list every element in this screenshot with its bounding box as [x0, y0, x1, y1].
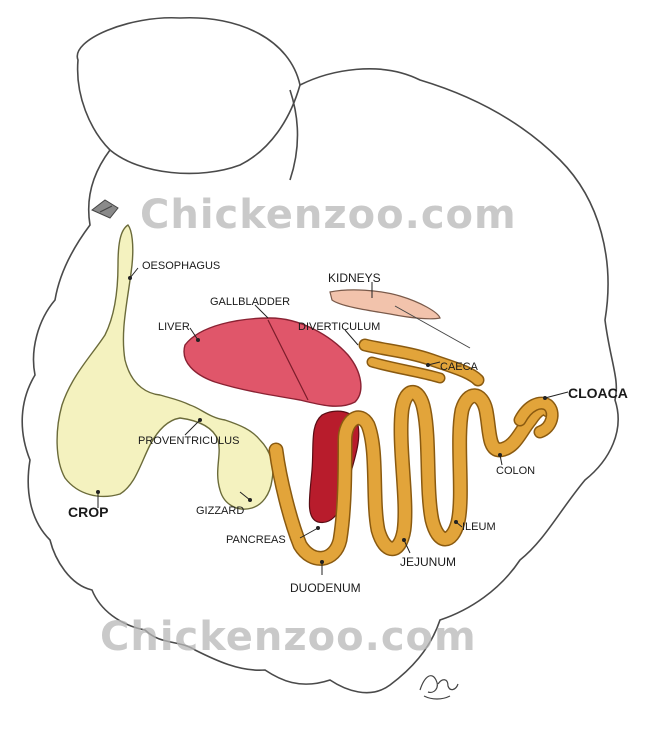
- watermark-top: Chickenzoo.com: [140, 192, 517, 238]
- label-gallbladder: GALLBLADDER: [210, 296, 290, 308]
- label-oesophagus: OESOPHAGUS: [142, 260, 220, 272]
- label-caeca: CAECA: [440, 361, 479, 373]
- label-diverticulum: DIVERTICULUM: [298, 321, 380, 333]
- label-kidneys: KIDNEYS: [328, 271, 381, 285]
- label-ileum: ILEUM: [462, 521, 496, 533]
- label-liver: LIVER: [158, 321, 190, 333]
- label-gizzard: GIZZARD: [196, 505, 244, 517]
- label-cloaca: CLOACA: [568, 385, 628, 401]
- label-duodenum: DUODENUM: [290, 581, 361, 595]
- signature-icon: [420, 676, 458, 699]
- label-jejunum: JEJUNUM: [400, 555, 456, 569]
- label-colon: COLON: [496, 465, 535, 477]
- label-pancreas: PANCREAS: [226, 534, 286, 546]
- label-proventriculus: PROVENTRICULUS: [138, 435, 239, 447]
- watermark-bottom: Chickenzoo.com: [100, 614, 477, 660]
- label-crop: CROP: [68, 504, 108, 520]
